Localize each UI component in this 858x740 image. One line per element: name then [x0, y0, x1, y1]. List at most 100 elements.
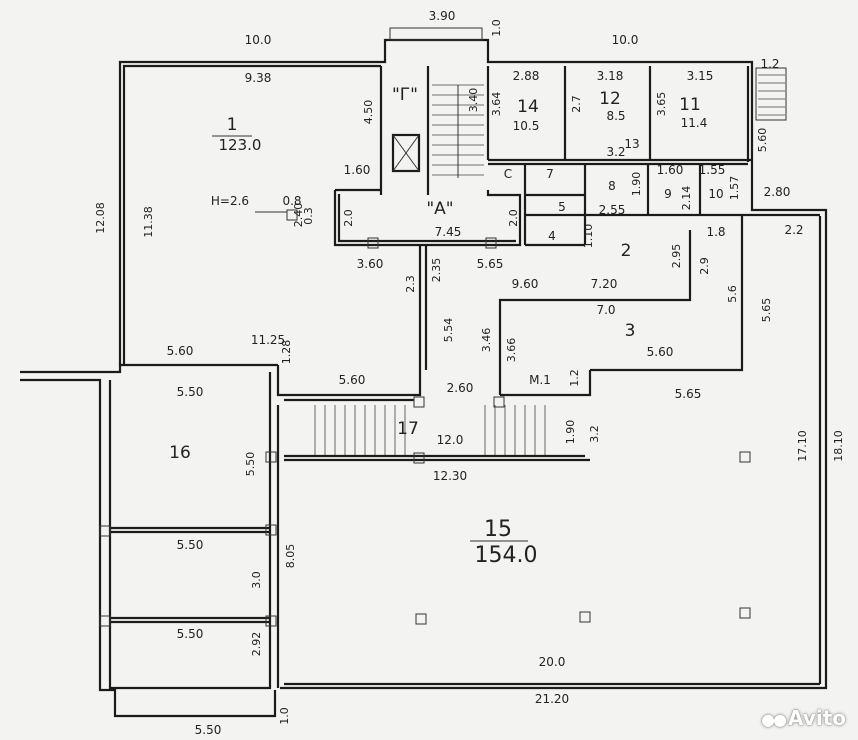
dimension-label: 5.60	[647, 345, 674, 359]
dimension-label: 5.60	[167, 344, 194, 358]
dimension-label: 5.65	[477, 257, 504, 271]
dimension-label: 2.60	[447, 381, 474, 395]
dimension-label: 3.2	[606, 145, 625, 159]
dimension-label: 9.60	[512, 277, 539, 291]
dimension-label: 5.50	[244, 452, 257, 477]
dimension-label: 3.18	[597, 69, 624, 83]
room-number: 14	[517, 97, 539, 117]
room-number: 1	[227, 115, 238, 135]
dimension-label: 5.54	[442, 318, 455, 343]
dimension-label: 5.60	[339, 373, 366, 387]
dimension-label: 18.10	[832, 430, 845, 462]
dimension-label: 3.0	[250, 571, 263, 589]
dimension-label: 5.50	[177, 385, 204, 399]
dimension-label: 17.10	[796, 430, 809, 462]
height-note: Н=2.6	[211, 194, 249, 208]
room-number: 13	[624, 137, 639, 151]
dimension-label: 1.10	[582, 224, 595, 249]
dimension-label: 11.25	[251, 333, 285, 347]
room-number: 12	[599, 89, 621, 109]
room-number: 10	[708, 187, 723, 201]
dimension-label: 2.35	[430, 258, 443, 283]
dimension-label: 3.90	[429, 9, 456, 23]
note-m1: М.1	[529, 373, 551, 387]
dimension-label: 21.20	[535, 692, 569, 706]
room-area: 8.5	[606, 109, 625, 123]
dimension-label: 2.40	[292, 203, 305, 228]
dimension-label: 3.46	[480, 328, 493, 353]
room-area: 7.45	[435, 225, 462, 239]
dimension-label: 2.0	[342, 209, 355, 227]
dimension-label: 5.65	[760, 298, 773, 323]
dimension-label: 1.55	[699, 163, 726, 177]
room-area: 10.5	[513, 119, 540, 133]
dimension-label: 2.80	[764, 185, 791, 199]
dimension-label: 1.8	[706, 225, 725, 239]
dimension-label: 2.92	[250, 632, 263, 657]
note-c: С	[504, 167, 512, 181]
dimension-label: 9.38	[245, 71, 272, 85]
dimension-label: 1.60	[344, 163, 371, 177]
dimension-label: 5.50	[195, 723, 222, 737]
dimension-label: 4.50	[362, 100, 375, 125]
room-number: 4	[548, 229, 556, 243]
dimension-label: 1.90	[564, 420, 577, 445]
dimension-label: 20.0	[539, 655, 566, 669]
dimension-label: 2.55	[599, 203, 626, 217]
dimension-label: 3.2	[588, 425, 601, 443]
room-area: 11.4	[681, 116, 708, 130]
room-labels: 1 123.0 "А" 7.45 "Г" 14 10.5 12 8.5 11 1…	[169, 85, 723, 568]
room-area: 123.0	[219, 136, 262, 154]
dimension-label: 3.40	[467, 88, 480, 113]
dimension-label: 11.38	[142, 206, 155, 238]
dimension-label: 1.2	[760, 57, 779, 71]
dimension-label: 5.50	[177, 538, 204, 552]
dimension-label: 3.65	[655, 92, 668, 117]
room-number: 2	[621, 241, 632, 261]
room-number: 7	[546, 167, 554, 181]
dimension-label: 1.57	[728, 176, 741, 201]
dimension-label: 2.0	[507, 209, 520, 227]
dimension-label: 3.15	[687, 69, 714, 83]
dimension-label: 2.95	[670, 244, 683, 269]
dimension-label: 7.0	[596, 303, 615, 317]
dimension-label: 10.0	[612, 33, 639, 47]
dimension-label: 12.30	[433, 469, 467, 483]
dimension-label: 2.9	[698, 257, 711, 275]
dimension-label: 5.6	[726, 285, 739, 303]
room-number: "А"	[426, 199, 453, 219]
dimension-label: 2.7	[570, 95, 583, 113]
avito-watermark: ●●Avito	[761, 706, 846, 730]
walls	[20, 38, 828, 718]
dimension-label: 3.66	[505, 338, 518, 363]
dimension-label: 3.64	[490, 92, 503, 117]
dimension-label: 7.20	[591, 277, 618, 291]
room-number: 15	[484, 517, 512, 542]
room-area: 154.0	[475, 543, 538, 568]
dimension-label: 1.2	[568, 369, 581, 387]
stairs	[314, 27, 787, 455]
dimension-label: 2.14	[680, 186, 693, 211]
room-number: 17	[397, 419, 419, 439]
dimension-label: 2.3	[404, 275, 417, 293]
dimension-label: 5.50	[177, 627, 204, 641]
dimension-label: 1.60	[657, 163, 684, 177]
dimension-label: 10.0	[245, 33, 272, 47]
room-number: 16	[169, 443, 191, 463]
dimension-label: 12.08	[94, 202, 107, 234]
room-number: "Г"	[392, 85, 418, 105]
watermark-text: Avito	[788, 706, 846, 730]
room-number: 11	[679, 95, 701, 115]
dimension-label: 0.8	[282, 194, 301, 208]
room-number: 3	[625, 321, 636, 341]
dimension-label: 12.0	[437, 433, 464, 447]
dimension-label: 1.90	[630, 172, 643, 197]
columns	[99, 209, 751, 627]
dimension-label: 5.65	[675, 387, 702, 401]
avito-logo-icon: ●●	[761, 710, 787, 729]
room-number: 5	[558, 200, 566, 214]
dimension-label: 3.60	[357, 257, 384, 271]
dimension-label: 2.2	[784, 223, 803, 237]
